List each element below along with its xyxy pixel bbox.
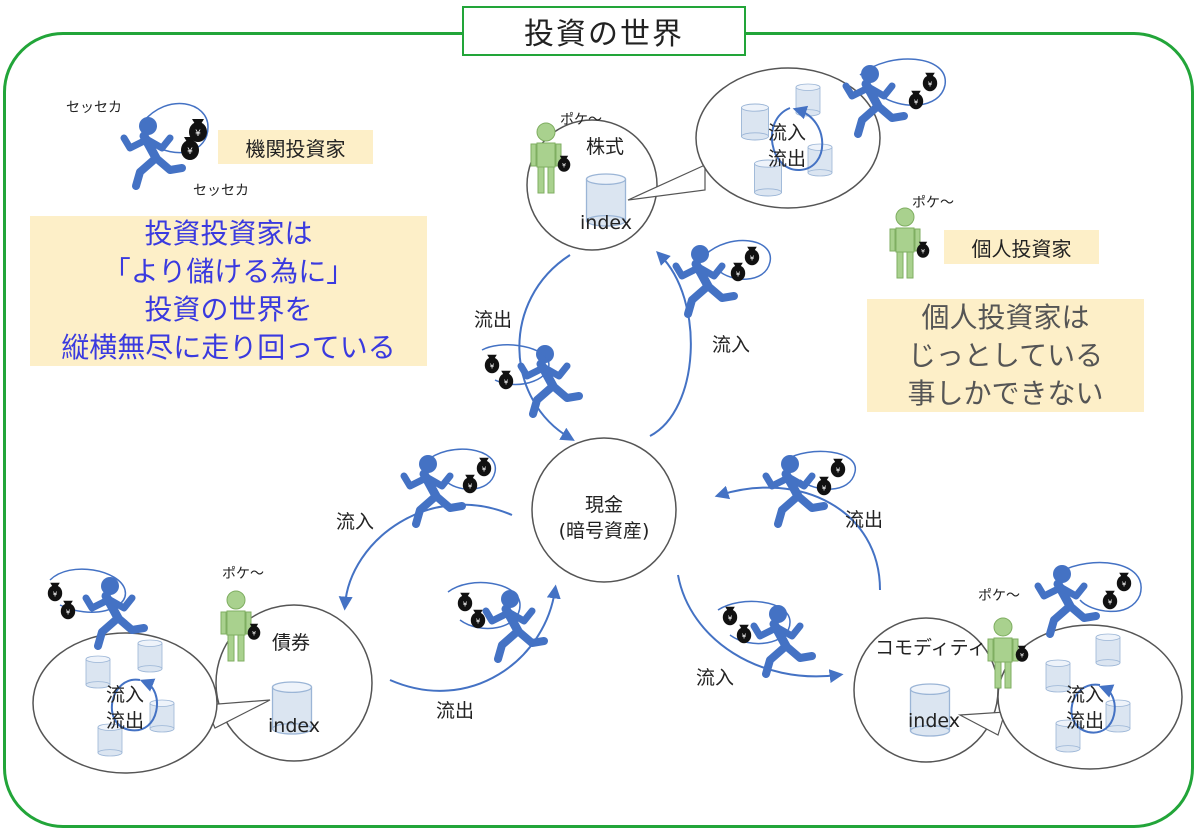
flow-arrow-cash-to-commodity <box>677 574 844 684</box>
cycle-arrow <box>111 678 158 732</box>
money-bag-icon <box>816 476 832 496</box>
cash-node <box>531 437 677 583</box>
bond-index-label: index <box>268 715 320 737</box>
money-bag-icon <box>60 600 76 620</box>
money-bag-icon <box>722 606 738 626</box>
money-bag-icon <box>47 582 63 602</box>
money-bag-icon <box>1116 572 1132 592</box>
flow-label-in: 流入 <box>712 334 751 356</box>
speech-tail <box>627 164 706 201</box>
speech-tail <box>957 711 1006 736</box>
runner-loot-outline <box>447 581 521 630</box>
busy-sound-label: セッセカ <box>193 183 249 199</box>
money-bag-icon <box>1102 590 1118 610</box>
cylinder-icon <box>137 639 163 673</box>
bond-label: 債券 <box>272 632 311 654</box>
flow-label-out: 流出 <box>474 309 513 331</box>
runner-icon <box>754 605 812 674</box>
money-bag-icon <box>462 474 478 494</box>
money-bag-icon <box>498 370 514 390</box>
cash-sublabel: (暗号資産) <box>558 520 650 542</box>
stock-label: 株式 <box>586 136 625 158</box>
idle-sound-label: ポケ～ <box>978 588 1020 604</box>
stock-outflow-label: 流出 <box>768 148 807 170</box>
individual-investor-label: 個人投資家 <box>944 230 1099 264</box>
cylinder-icon <box>807 143 833 177</box>
flow-label-in: 流入 <box>336 511 375 533</box>
runner-loot-outline <box>859 58 946 106</box>
runner-loot-outline <box>1059 561 1142 613</box>
runner-icon <box>404 455 462 524</box>
flow-arrow-stock-to-cash <box>518 254 575 441</box>
cash-label: 現金 <box>584 494 624 516</box>
individual-note: 個人投資家は じっとしている 事しかできない <box>867 299 1144 412</box>
flow-arrow-cash-to-stock <box>649 251 692 437</box>
stock-index-label: index <box>580 212 632 234</box>
runner-loot-outline <box>49 568 126 613</box>
legend-runner-icon <box>124 102 209 186</box>
money-bag-icon <box>476 457 492 477</box>
flow-arrow-cash-to-bond <box>338 503 513 611</box>
flow-label-in: 流入 <box>696 667 735 689</box>
flow-arrow-bond-to-cash <box>389 584 561 692</box>
bond-inflow-label: 流入 <box>106 684 145 706</box>
money-bag-icon <box>457 592 473 612</box>
idle-sound-label: ポケ～ <box>222 566 264 582</box>
commodity-flow-bubble <box>997 624 1183 770</box>
idle-sound-label: ポケ～ <box>912 195 954 211</box>
page-title: 投資の世界 <box>462 6 746 56</box>
money-bag-icon <box>484 354 500 374</box>
cycle-arrow <box>1070 683 1116 734</box>
stock-flow-bubble <box>695 67 881 209</box>
cylinder-icon <box>741 103 769 141</box>
money-bag-icon <box>908 90 924 110</box>
commodity-inflow-label: 流入 <box>1066 684 1105 706</box>
runner-icon <box>766 455 824 524</box>
cylinder-icon <box>1105 699 1131 733</box>
runner-icon <box>521 345 579 414</box>
runner-icon <box>1038 565 1096 634</box>
money-bag-icon <box>830 458 846 478</box>
runner-loot-outline <box>424 448 496 490</box>
money-bag-icon <box>736 624 752 644</box>
flow-arrow-commodity-to-cash <box>714 485 881 591</box>
institutional-investor-label: 機関投資家 <box>218 130 373 164</box>
bond-outflow-label: 流出 <box>106 710 145 732</box>
institutional-note: 投資投資家は 「より儲ける為に」 投資の世界を 縦横無尽に走り回っている <box>30 216 427 366</box>
money-bag-icon <box>922 72 938 92</box>
runner-loot-outline <box>717 600 791 645</box>
money-bag-icon <box>730 262 746 282</box>
commodity-label: コモディティ <box>875 637 987 659</box>
cylinder-icon <box>149 699 175 733</box>
flow-label-out: 流出 <box>845 509 884 531</box>
legend-idle-investor-icon <box>889 207 921 279</box>
runner-icon <box>486 590 544 659</box>
runner-loot-outline <box>481 344 550 386</box>
stock-inflow-label: 流入 <box>768 122 807 144</box>
money-bag-icon <box>744 246 760 266</box>
bond-flow-bubble <box>32 632 218 774</box>
runner-icon <box>676 245 734 314</box>
cylinder-icon <box>1095 633 1121 667</box>
cycle-arrow <box>771 105 824 172</box>
flow-label-out: 流出 <box>436 700 475 722</box>
commodity-outflow-label: 流出 <box>1066 710 1105 732</box>
busy-sound-label: セッセカ <box>66 100 122 116</box>
commodity-index-label: index <box>908 710 960 732</box>
idle-sound-label: ポケ～ <box>560 112 602 128</box>
